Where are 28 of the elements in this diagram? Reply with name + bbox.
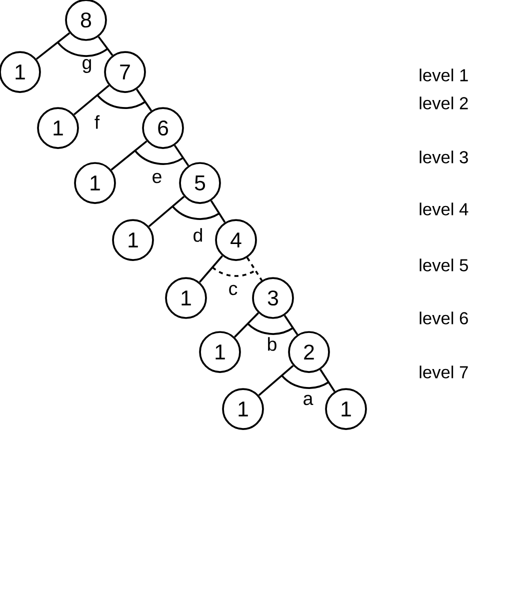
level-label: level 5 <box>420 258 468 272</box>
level-label: level 4 <box>420 202 468 216</box>
tree-edge <box>198 255 224 283</box>
arc-letter: d <box>194 228 202 242</box>
level-label: level 6 <box>420 312 468 324</box>
level-label: level 1 <box>420 68 468 82</box>
tree-edge <box>136 88 152 112</box>
level-label: level 2 <box>420 96 468 110</box>
tree-edge <box>148 196 185 228</box>
tree-edge <box>110 140 148 171</box>
tree-edge <box>210 200 226 223</box>
tree-edge <box>98 36 114 56</box>
arc-letter: c <box>229 284 238 296</box>
arc-letter: b <box>268 337 276 351</box>
arc-letter: a <box>304 394 314 406</box>
tree-edge <box>258 364 294 396</box>
level-label: level 7 <box>420 366 468 378</box>
tree-edge <box>320 369 336 392</box>
tree-edge <box>234 312 259 338</box>
tree-edge <box>246 257 263 281</box>
level-label: level 3 <box>420 150 468 164</box>
tree-edge <box>36 32 70 60</box>
arc-letter: g <box>82 59 91 73</box>
tree-edge <box>174 144 190 166</box>
arc-letter: f <box>94 115 100 129</box>
tree-edge <box>284 314 298 336</box>
tree-edge <box>73 84 110 116</box>
arc-letter: e <box>152 172 162 184</box>
